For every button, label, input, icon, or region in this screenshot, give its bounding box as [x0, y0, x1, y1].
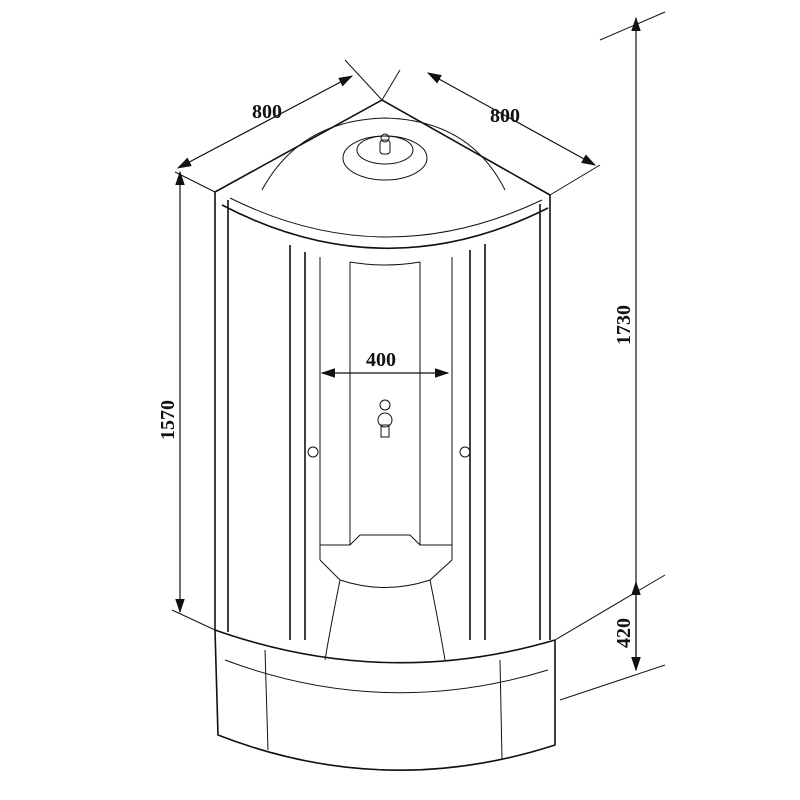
left-post [214, 192, 229, 632]
right-post [539, 195, 551, 640]
dimension-width-left: 800 [174, 59, 383, 193]
dimension-tray-height: 420 [554, 574, 666, 672]
cabin-drawing [214, 99, 556, 771]
right-door-handle [459, 446, 471, 458]
tray-body [214, 629, 556, 771]
svg-text:800: 800 [252, 101, 282, 123]
shower-head-icon [379, 133, 391, 155]
dimension-total-height: 1730 [559, 11, 666, 701]
tray-top [214, 629, 556, 664]
svg-text:420: 420 [613, 618, 635, 648]
svg-text:1570: 1570 [157, 400, 179, 440]
door-panels [289, 244, 486, 640]
roof-front-arc [221, 204, 549, 250]
dimension-cabin-height: 1570 [157, 170, 216, 631]
dimension-back-panel: 400 [320, 349, 450, 378]
corner-seat [319, 559, 453, 661]
mixer-icon [377, 399, 393, 438]
svg-text:400: 400 [366, 349, 396, 371]
dimension-width-right: 800 [381, 69, 601, 196]
svg-text:1730: 1730 [613, 305, 635, 345]
left-door-handle [307, 446, 319, 458]
svg-text:800: 800 [490, 105, 520, 127]
